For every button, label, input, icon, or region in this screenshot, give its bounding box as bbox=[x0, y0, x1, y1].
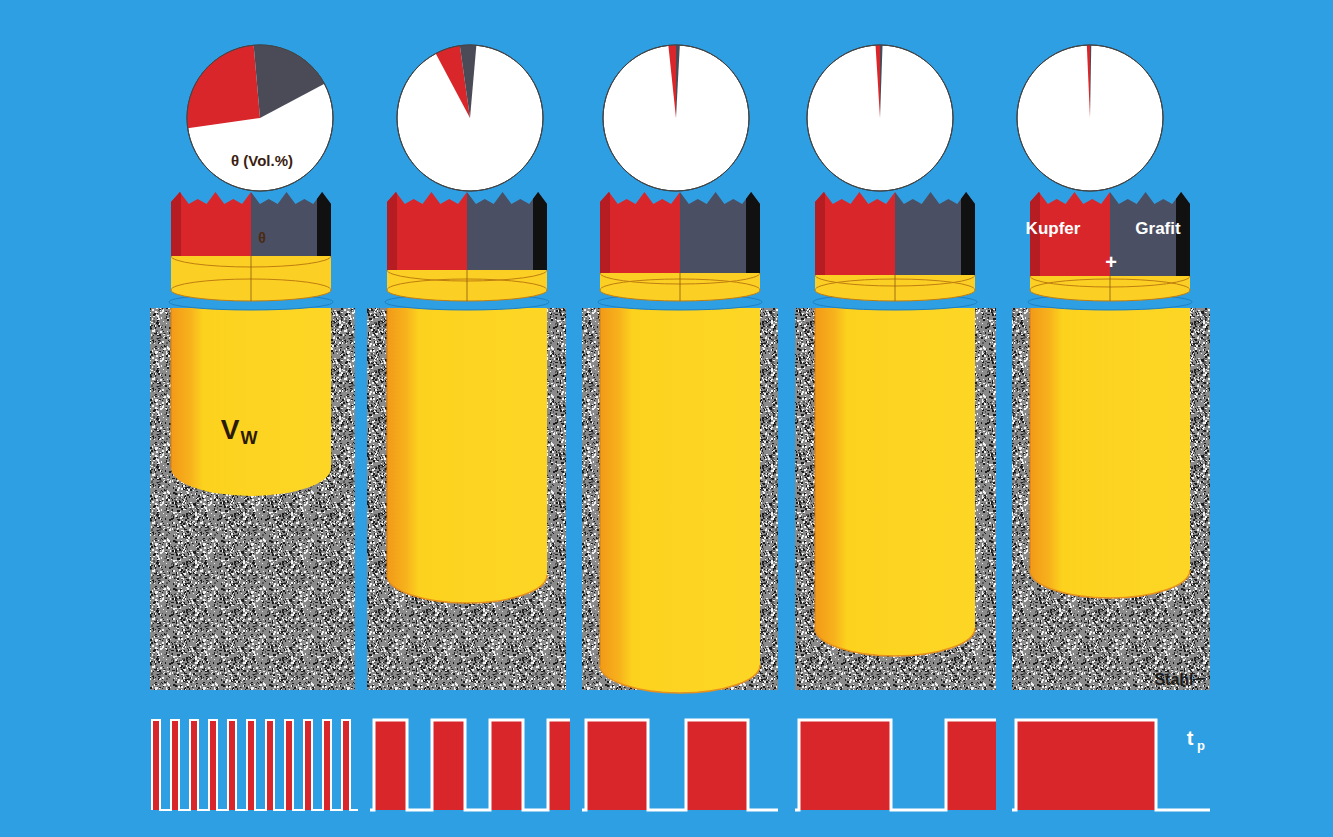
stage bbox=[367, 45, 566, 690]
pie-chart bbox=[603, 45, 749, 191]
material-name: Stahl bbox=[1154, 672, 1193, 688]
pulse-train bbox=[370, 720, 570, 810]
volume-subscript: W bbox=[241, 429, 258, 447]
pie-chart bbox=[1017, 45, 1163, 191]
cavity bbox=[815, 308, 975, 656]
polarity-sign: + bbox=[1105, 252, 1117, 272]
cavity bbox=[387, 308, 547, 603]
pie-chart bbox=[397, 45, 543, 191]
pie-label: θ (Vol.%) bbox=[231, 153, 293, 168]
volume-symbol: V bbox=[221, 416, 240, 444]
time-subscript: p bbox=[1197, 739, 1205, 752]
pulse-train bbox=[152, 720, 358, 810]
steel-workpiece bbox=[1012, 308, 1210, 690]
pulse-train bbox=[582, 720, 778, 810]
electrode bbox=[1030, 186, 1190, 306]
stage bbox=[582, 45, 778, 693]
polarity-sign: − bbox=[1196, 671, 1205, 687]
electrode bbox=[815, 186, 975, 306]
steel-workpiece bbox=[150, 308, 355, 690]
cavity bbox=[600, 308, 760, 693]
pulse-train bbox=[1012, 720, 1210, 810]
wear-symbol: θ bbox=[258, 231, 266, 245]
time-symbol: t bbox=[1187, 728, 1194, 748]
steel-workpiece bbox=[367, 308, 566, 690]
graphite-share bbox=[880, 45, 883, 118]
graphite-share bbox=[1090, 45, 1091, 118]
electrode bbox=[387, 186, 547, 306]
pie-chart bbox=[807, 45, 953, 191]
stage bbox=[150, 45, 355, 690]
graphite-share bbox=[676, 45, 680, 118]
steel-workpiece bbox=[795, 308, 996, 690]
stage bbox=[1012, 45, 1210, 690]
stage bbox=[795, 45, 996, 690]
graphite-share bbox=[460, 45, 477, 118]
copper-share bbox=[187, 45, 260, 128]
material-name: Kupfer bbox=[1026, 220, 1081, 237]
electrode bbox=[171, 186, 331, 306]
graphite-share bbox=[254, 45, 325, 118]
material-name: Grafit bbox=[1135, 220, 1180, 237]
cavity bbox=[171, 308, 331, 496]
electrode bbox=[600, 186, 760, 306]
copper-share bbox=[1087, 45, 1090, 118]
cavity bbox=[1030, 308, 1190, 598]
copper-share bbox=[876, 45, 880, 118]
pie-chart bbox=[187, 45, 333, 191]
copper-share bbox=[668, 45, 676, 118]
pulse-train bbox=[795, 720, 996, 810]
